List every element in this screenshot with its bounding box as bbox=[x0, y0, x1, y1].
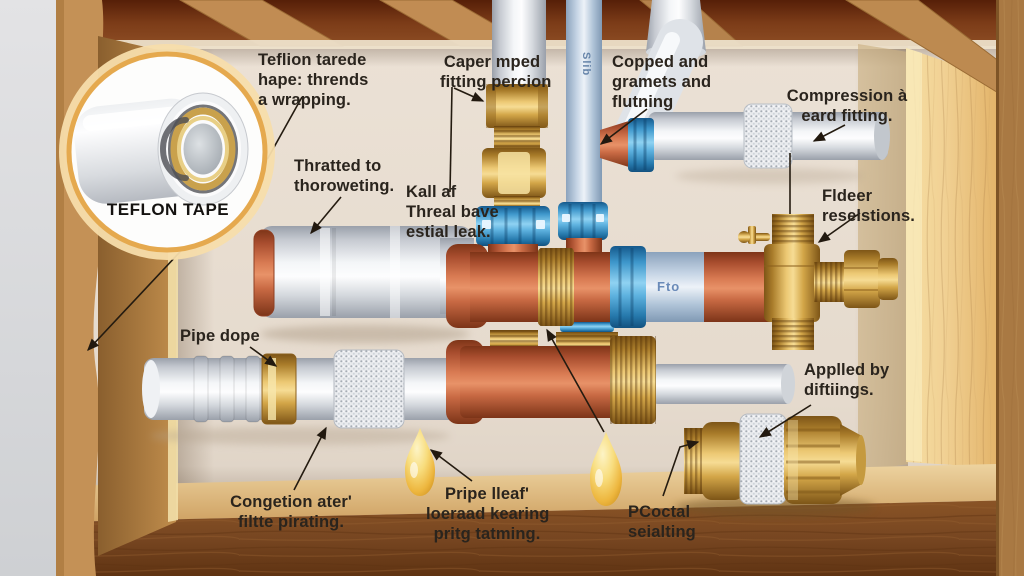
main-copper-pipe bbox=[446, 244, 770, 328]
droplet-left bbox=[405, 428, 435, 496]
inset-caption: TEFLON TAPE bbox=[106, 200, 230, 219]
brass-tee-valve bbox=[738, 214, 898, 350]
teflon-tape-roll bbox=[74, 92, 249, 206]
annotation-congetion: Congetion ater' filtte pirating. bbox=[230, 493, 352, 531]
lower-right-white-pipe bbox=[652, 364, 795, 404]
pipe-marking-fto: Fto bbox=[657, 279, 681, 294]
manifold-gold-coupling bbox=[610, 336, 656, 424]
top-right-pipe-run bbox=[600, 103, 890, 172]
blue-compression-couplings bbox=[476, 202, 608, 258]
annotation-pipe-dope: Pipe dope bbox=[180, 327, 260, 345]
right-wood-panel bbox=[845, 0, 1001, 472]
gold-threaded-band bbox=[538, 248, 574, 326]
annotation-applled: Applled by diftiings. bbox=[804, 361, 890, 399]
blue-ring-fitting bbox=[628, 118, 654, 172]
annotation-kall: Kall af Threal bave estial leak. bbox=[406, 183, 499, 241]
compression-nut bbox=[814, 250, 898, 308]
teflon-tape-inset bbox=[59, 44, 275, 260]
annotation-thratted: Thratted to thoroweting. bbox=[294, 157, 395, 195]
blue-coupling-right bbox=[558, 202, 608, 256]
teflon-wrapped-band-lower bbox=[333, 349, 405, 429]
annotation-pripe: Pripe lleaf' loeraad kearing pritg tatmi… bbox=[426, 485, 550, 543]
droplet-right bbox=[590, 432, 622, 506]
annotation-pcoctal: PCoctal seialting bbox=[628, 503, 696, 541]
teflon-wrapped-band-fitting bbox=[739, 413, 787, 505]
lower-left-white-pipe bbox=[142, 349, 472, 429]
right-frame-board bbox=[996, 0, 1024, 576]
pipe-dope-band bbox=[261, 353, 297, 425]
annotation-fldeer: Fldeer reselstions. bbox=[822, 187, 915, 225]
annotation-copped: Copped and gramets and flutning bbox=[612, 53, 712, 111]
steel-sleeve-fto bbox=[646, 252, 704, 322]
blue-coupling-main bbox=[610, 246, 646, 328]
blue-coupling-left bbox=[476, 206, 550, 258]
annotation-caper: Caper mped fitting percion bbox=[440, 53, 552, 91]
teflon-wrapped-band-top bbox=[743, 103, 793, 169]
leak-droplets bbox=[405, 428, 622, 506]
annotation-teflon-wrap: Teflion tarede hape: thrends a wrapping. bbox=[258, 51, 369, 109]
pipe-marking-slib: Slib bbox=[580, 52, 592, 77]
annotation-compression: Compression à eard fitting. bbox=[786, 87, 908, 125]
